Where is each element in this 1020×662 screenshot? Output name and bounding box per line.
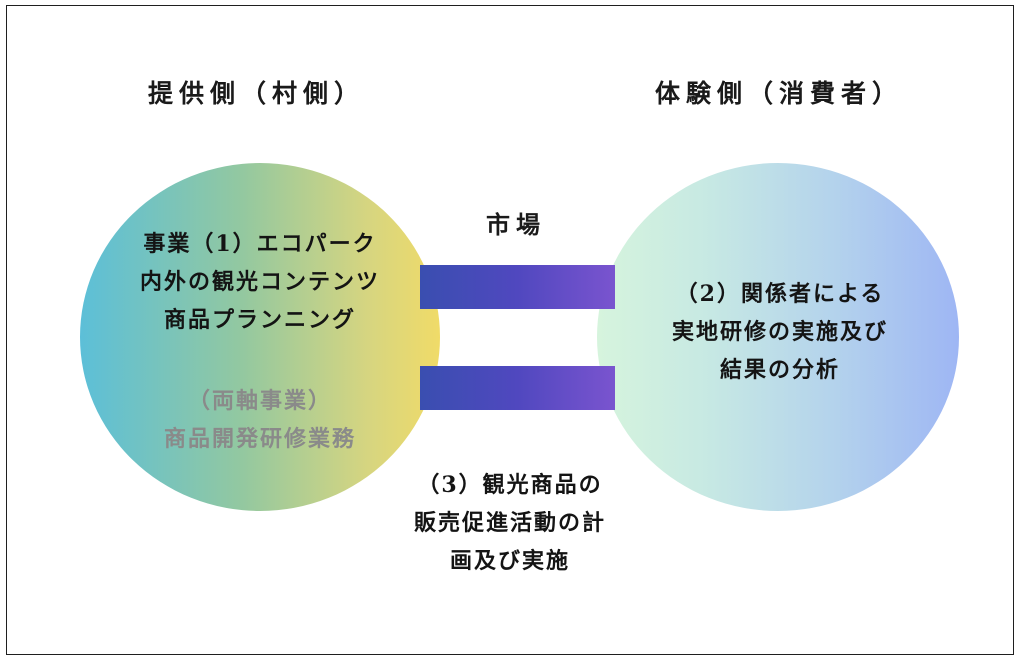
consumer-line-3: 結果の分析 — [719, 357, 840, 383]
promotion-line-1: （3）観光商品の — [417, 472, 603, 498]
provider-circle-main-text: 事業（1）エコパーク 内外の観光コンテンツ 商品プランニング — [100, 225, 420, 339]
diagram-frame — [6, 5, 1014, 655]
provider-circle — [80, 163, 440, 511]
consumer-circle-main-text: （2）関係者による 実地研修の実施及び 結果の分析 — [620, 275, 940, 389]
consumer-circle — [597, 163, 959, 511]
market-label: 市場 — [486, 210, 546, 239]
provider-sub-line-2: 商品開発研修業務 — [163, 426, 356, 452]
market-connector-top — [420, 265, 615, 309]
provider-circle-sub-text: （両軸事業） 商品開発研修業務 — [100, 382, 420, 458]
market-connector-bottom — [420, 366, 615, 410]
promotion-line-2: 販売促進活動の計 — [413, 510, 606, 536]
provider-line-1: 事業（1）エコパーク — [143, 231, 377, 257]
consumer-side-heading: 体験側（消費者） — [655, 79, 904, 108]
provider-line-3: 商品プランニング — [163, 307, 356, 333]
promotion-line-3: 画及び実施 — [449, 548, 570, 574]
consumer-line-2: 実地研修の実施及び — [671, 319, 888, 345]
promotion-text: （3）観光商品の 販売促進活動の計 画及び実施 — [360, 466, 660, 580]
consumer-line-1: （2）関係者による — [675, 281, 885, 307]
provider-side-heading: 提供側（村側） — [148, 79, 366, 108]
provider-sub-line-1: （両軸事業） — [187, 388, 332, 414]
provider-line-2: 内外の観光コンテンツ — [139, 269, 380, 295]
